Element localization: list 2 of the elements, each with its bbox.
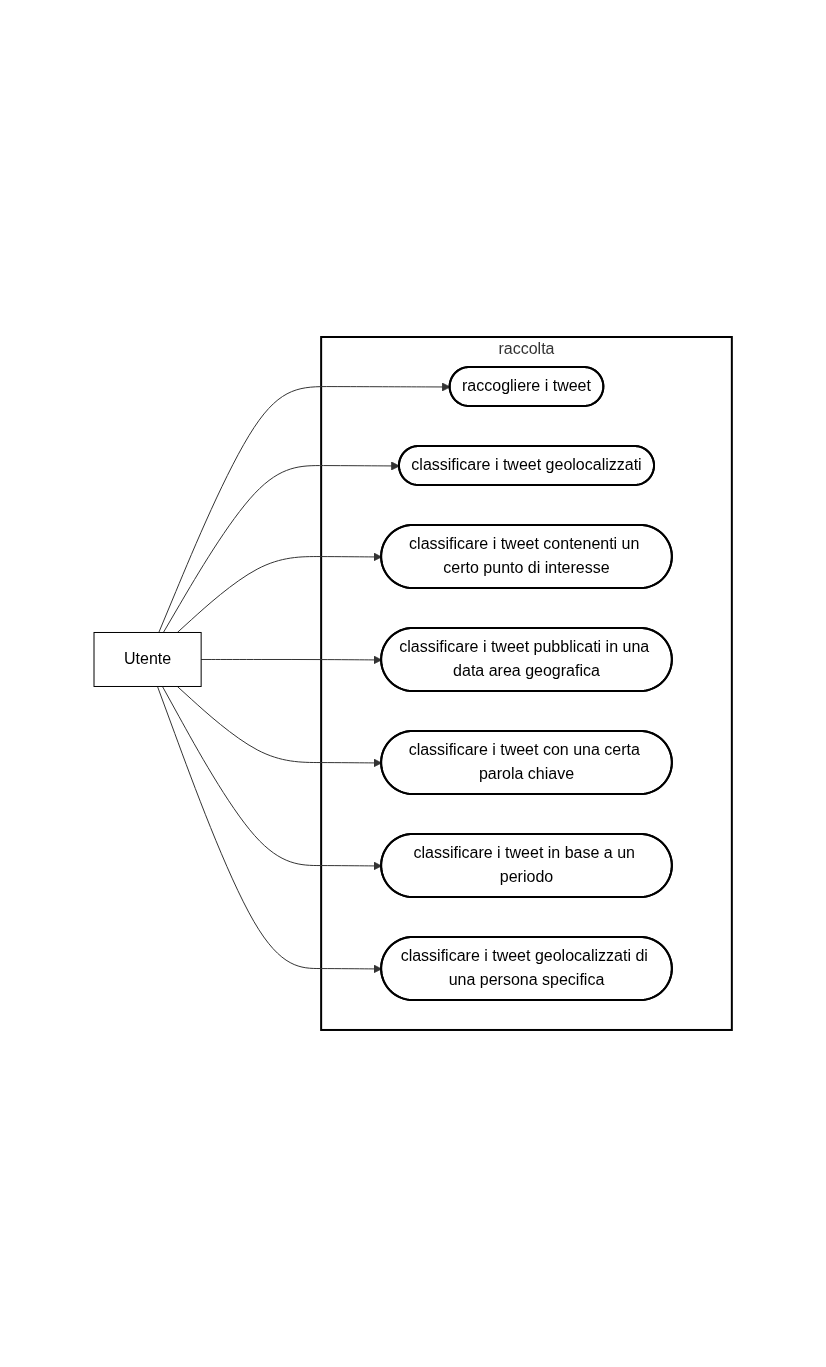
node-box: Utente	[93, 632, 202, 687]
arrow	[162, 461, 400, 633]
